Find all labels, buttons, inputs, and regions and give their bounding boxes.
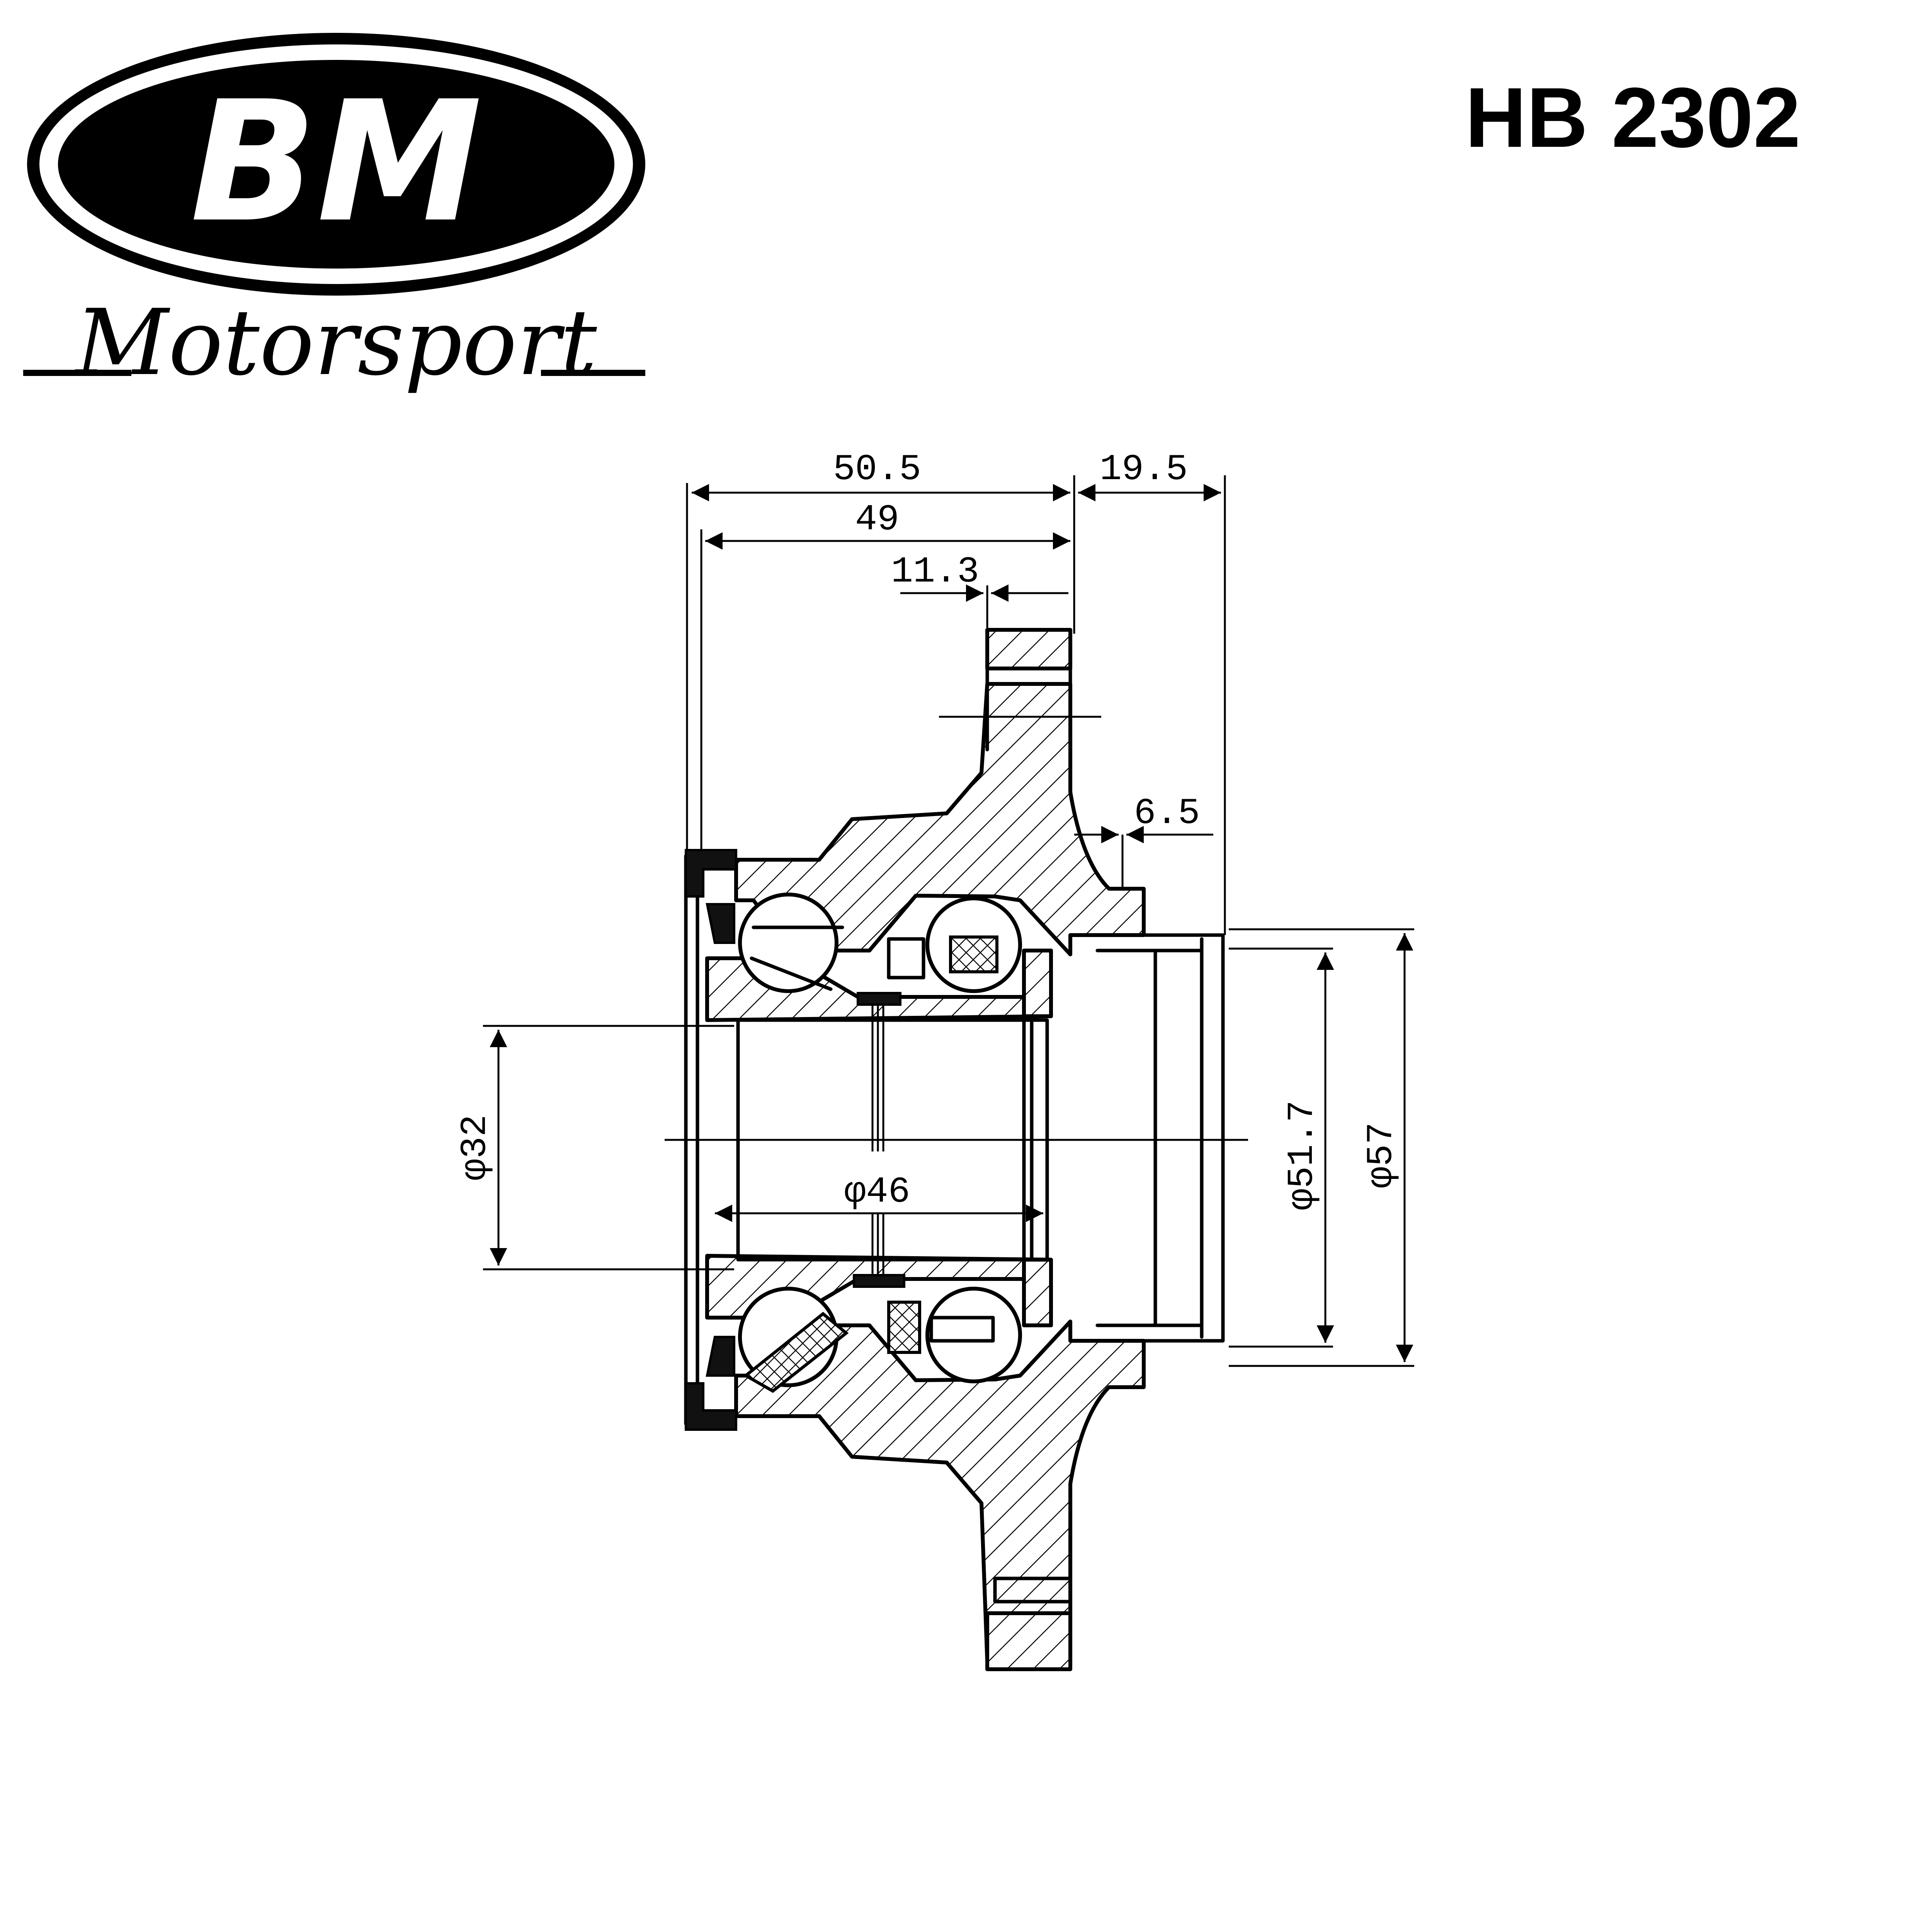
spacer-top — [857, 992, 901, 1006]
spigot — [1095, 933, 1225, 1343]
logo-inner-oval — [58, 60, 614, 269]
dim-pilot-diameter-1: φ51.7 — [1281, 1100, 1323, 1210]
dim-spigot-length: 19.5 — [1100, 449, 1188, 490]
seal-bottom-inner — [706, 1336, 735, 1377]
dim-inner-race-diameter: φ46 — [844, 1171, 910, 1213]
seal-top-inner — [706, 903, 735, 944]
cage-top-left — [750, 925, 844, 991]
logo-bm-text: BM — [190, 66, 482, 259]
dim-bore-diameter: φ32 — [454, 1114, 496, 1180]
cage-top-right — [949, 935, 998, 973]
hub-section — [734, 628, 1146, 1671]
dim-spigot-step: 6.5 — [1134, 793, 1200, 834]
cage-bottom-left — [743, 1311, 849, 1393]
cage-clip-top — [887, 937, 925, 980]
dim-overall-length: 50.5 — [833, 449, 921, 490]
seal-top-lip — [685, 849, 737, 898]
part-number: HB 2302 — [1465, 70, 1801, 165]
logo-motorsport-text: Motorsport — [74, 290, 597, 396]
cage-bottom-right — [929, 1316, 995, 1343]
rolling-elements — [738, 893, 1022, 1393]
flange-bottom — [985, 1611, 1072, 1671]
dimensions: 50.5 19.5 49 11.3 6.5 φ32 φ46 φ51.7 — [454, 449, 1414, 1367]
retaining-split — [871, 1005, 884, 1275]
brand-logo: BM Motorsport — [23, 33, 645, 396]
flange-bottom-bolt-hole — [993, 1577, 1072, 1604]
inner-ring-upper-flank — [1022, 949, 1053, 1018]
dim-body-length: 49 — [855, 499, 899, 541]
spacer-bottom — [853, 1274, 905, 1288]
flange-top — [985, 628, 1072, 670]
ball-top-left — [738, 893, 838, 993]
dim-flange-offset: 11.3 — [891, 551, 979, 593]
dim-pilot-diameter-2: φ57 — [1361, 1122, 1402, 1188]
inner-ring-lower-flank — [1022, 1258, 1053, 1327]
cage-clip-bottom — [887, 1301, 921, 1354]
ball-bottom-right — [925, 1287, 1022, 1383]
inner-ring — [705, 933, 1225, 1343]
seal-bottom-lip — [685, 1382, 737, 1431]
